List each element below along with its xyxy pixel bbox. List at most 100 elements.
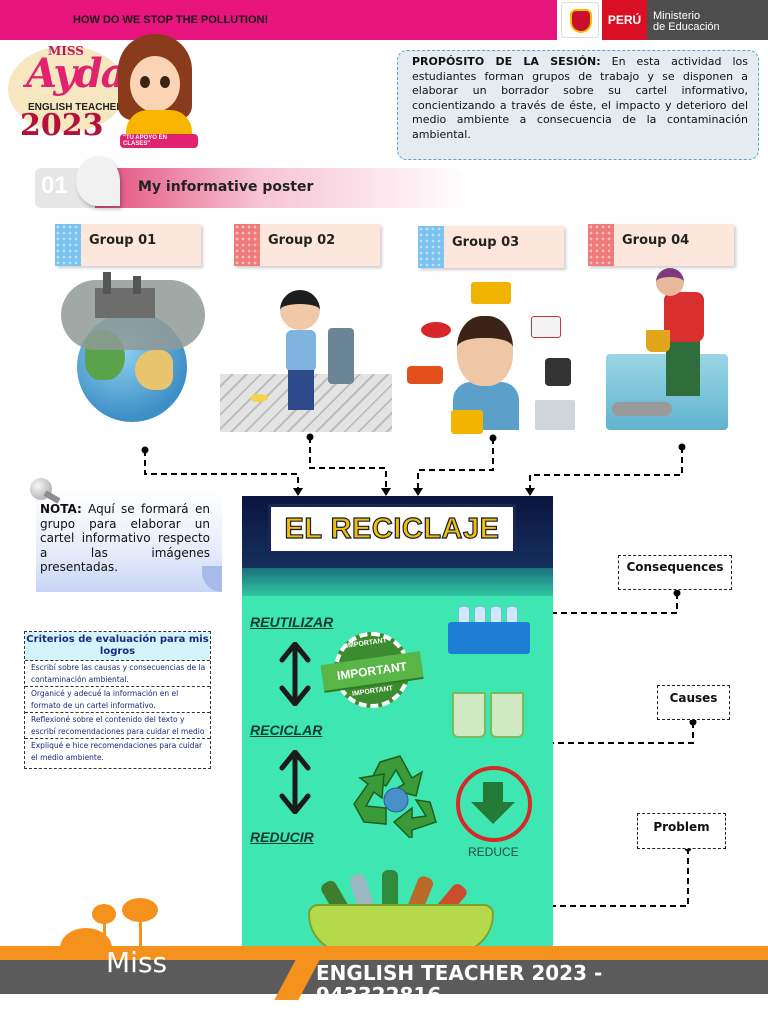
group-label-02: Group 02 (234, 224, 380, 266)
ministry-logo: PERÚ Ministerio de Educación (557, 0, 768, 40)
green-bin (490, 692, 524, 738)
header-bar: HOW DO WE STOP THE POLLUTION! PERÚ Minis… (0, 0, 768, 40)
logo-miss: MISS (48, 44, 84, 58)
dump-truck-icon (471, 282, 511, 304)
criteria-title: Criterios de evaluación para mis logros (25, 632, 210, 661)
poster-title: EL RECICLAJE (284, 512, 500, 545)
causes-box: Causes (657, 685, 730, 720)
boy-icon (280, 290, 320, 330)
avatar-eye (160, 76, 170, 88)
logo-subtitle: ENGLISH TEACHER (28, 102, 124, 113)
connector-group-02 (309, 437, 387, 490)
boy-legs (288, 370, 314, 410)
section-title: My informative poster (138, 179, 314, 195)
reduce-label: REDUCE (468, 845, 519, 859)
ministry-line-1: Ministerio (653, 10, 701, 22)
chimney (133, 276, 141, 294)
man-icon (656, 268, 684, 296)
word-reciclar: RECICLAR (250, 722, 323, 738)
chimney (103, 272, 111, 294)
footer-bar (0, 960, 768, 994)
ambulance-icon (531, 316, 561, 338)
green-bins-icon (450, 674, 530, 740)
poster-title-box: EL RECICLAJE (268, 504, 516, 554)
page-title: HOW DO WE STOP THE POLLUTION! (73, 14, 269, 26)
consequences-box: Consequences (618, 555, 732, 590)
dotted-tab (234, 224, 260, 266)
dotted-tab (418, 226, 444, 268)
arrowhead (293, 488, 303, 496)
chainsaw-icon (407, 366, 443, 384)
peru-label: PERÚ (602, 0, 647, 40)
bin-body (448, 622, 530, 654)
footer-contact: ENGLISH TEACHER 2023 - 943322816 (316, 962, 602, 1006)
digger-icon (451, 410, 483, 434)
logo-badge (8, 46, 126, 132)
ministry-line-2: de Educación (653, 21, 720, 33)
logo-year: 2023 (20, 108, 104, 143)
water-dumping-illustration (606, 262, 728, 430)
connector-consequences (538, 593, 678, 614)
teacher-logo: Ayda MISS ENGLISH TEACHER 2023 "TU APOYO… (8, 34, 198, 149)
avatar-face (130, 56, 180, 112)
speaker-icon (545, 358, 571, 386)
criteria-item: Escribí sobre las causas y consecuencias… (25, 661, 210, 687)
page-curl-icon (76, 156, 120, 206)
arrowhead (413, 488, 423, 496)
noise-pollution-illustration (405, 280, 581, 440)
connector-group-01 (144, 450, 299, 490)
footer-line-1: ENGLISH TEACHER 2023 - (316, 961, 603, 985)
tree-crown (122, 898, 158, 922)
session-purpose: PROPÓSITO DE LA SESIÓN: En esta activida… (397, 50, 759, 160)
connector-dot (306, 433, 314, 441)
connector-group-04 (529, 447, 683, 490)
section-banner (90, 168, 470, 208)
ministry-name: Ministerio de Educación (647, 0, 768, 40)
connector-dot (678, 443, 686, 451)
group-label-03: Group 03 (418, 226, 564, 268)
reduce-arrow-icon (483, 782, 503, 804)
tree-crown (92, 904, 116, 924)
connector-group-03 (417, 438, 494, 490)
footer-accent (0, 946, 768, 960)
man-body (664, 292, 704, 342)
criteria-item: Organicé y adecué la información en el f… (25, 687, 210, 713)
purpose-label: PROPÓSITO DE LA SESIÓN: (412, 55, 601, 68)
connector-dot (141, 446, 149, 454)
double-arrow-icon (279, 750, 311, 814)
logo-name: Ayda (26, 50, 127, 97)
group-label-text: Group 01 (89, 233, 157, 248)
avatar-eye (140, 76, 150, 88)
banana-peel-icon (250, 394, 268, 402)
reduce-icon (456, 766, 532, 842)
man-legs (666, 340, 700, 396)
connector-causes (530, 722, 694, 744)
peru-seal-icon (561, 2, 599, 38)
bottle-basket-icon (308, 870, 494, 952)
recycle-bin-icon (448, 600, 530, 654)
green-bin (452, 692, 486, 738)
polluted-earth-illustration (55, 270, 210, 440)
word-reutilizar: REUTILIZAR (250, 614, 334, 630)
tree-trunk (139, 920, 142, 946)
group-label-01: Group 01 (55, 224, 201, 266)
boy-littering-illustration (220, 284, 394, 434)
dotted-tab (55, 224, 81, 266)
dotted-tab (588, 224, 614, 266)
arrowhead (381, 488, 391, 496)
recycle-logo-icon (353, 755, 437, 838)
land-mass (135, 350, 173, 390)
group-label-text: Group 03 (452, 235, 520, 250)
note-fold (202, 566, 222, 592)
trash-bin-icon (328, 328, 354, 384)
glass-bottle (382, 870, 398, 910)
connector-dot (673, 589, 681, 597)
arrowhead (525, 488, 535, 496)
helicopter-icon (421, 322, 451, 338)
logo-tagline: "TU APOYO EN CLASES" (120, 134, 198, 148)
footer-miss: Miss (106, 946, 168, 979)
factory-icon (535, 400, 575, 430)
group-label-text: Group 04 (622, 233, 690, 248)
criteria-item: Reflexioné sobre el contenido del texto … (25, 713, 210, 739)
avatar-body (126, 110, 192, 138)
